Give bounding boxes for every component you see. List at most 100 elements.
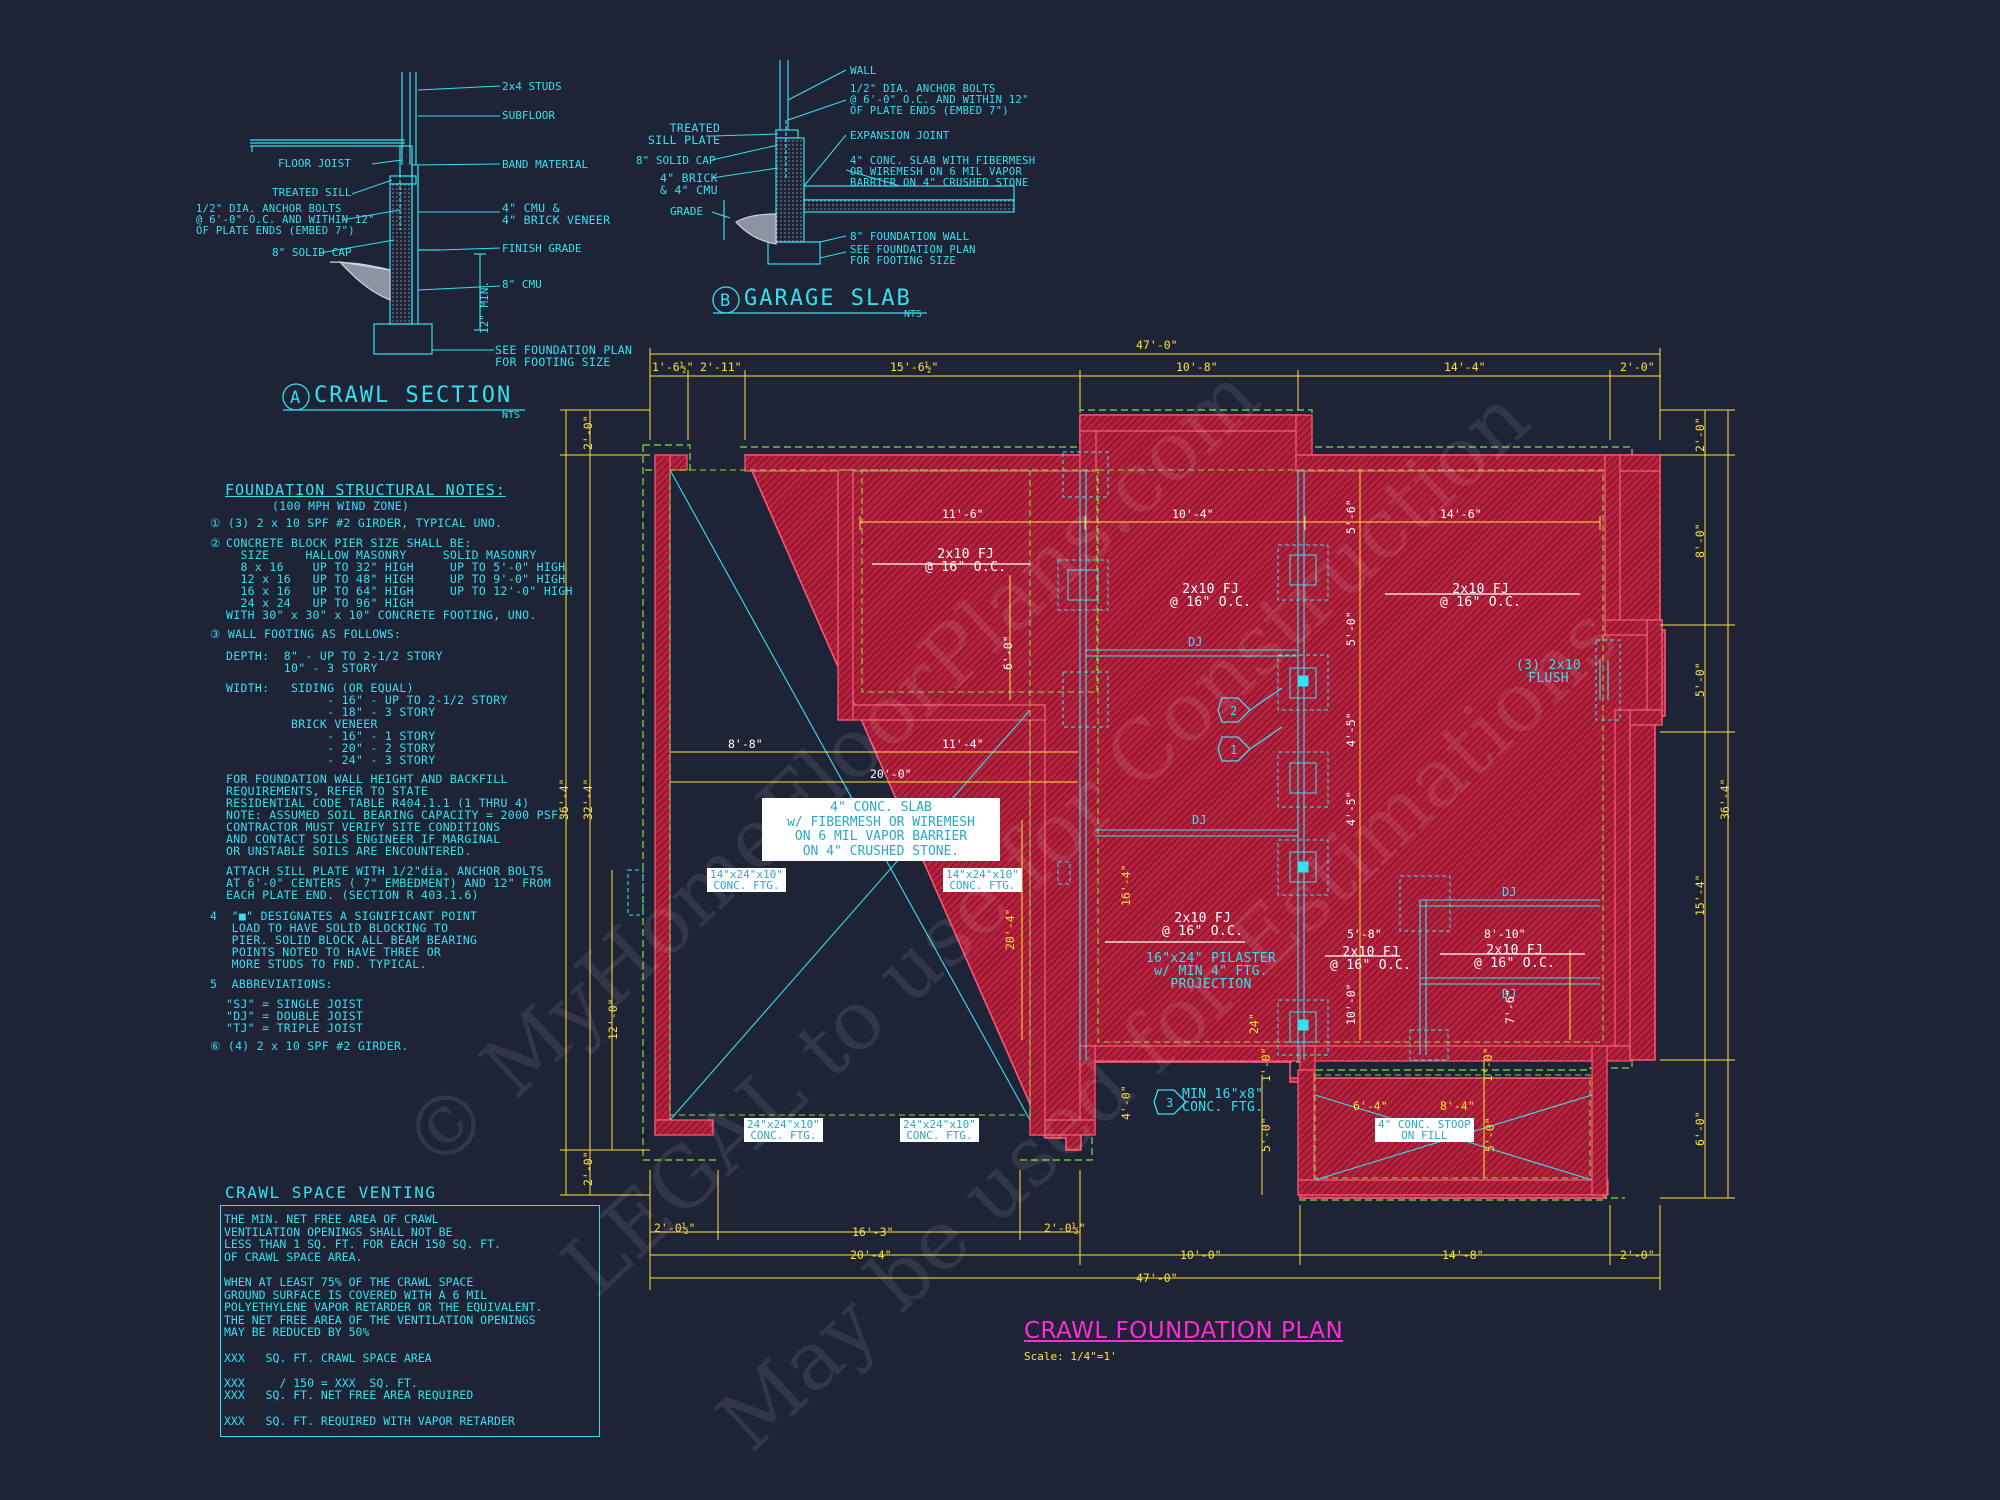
note-para-2: ATTACH SILL PLATE WITH 1/2"dia. ANCHOR B… (226, 864, 552, 902)
crawl-section-title: CRAWL SECTION (314, 383, 512, 408)
garage-slab-leaders (711, 69, 901, 259)
dim-b-2: 14'-8" (1442, 1248, 1484, 1262)
label-floor-joist: FLOOR JOIST (278, 157, 351, 170)
note-width: WIDTH: SIDING (OR EQUAL) - 16" - UP TO 2… (226, 681, 508, 767)
dim-int-23: 1'-0" (1481, 1047, 1495, 1082)
note-depth: DEPTH: 8" - UP TO 2-1/2 STORY 10" - 3 ST… (226, 649, 443, 675)
crawl-cmu-brick-label: 4" CMU & 4" BRICK VENEER (502, 201, 611, 227)
dim-left-1: 32'-4" (581, 778, 595, 820)
note-abbreviations: "SJ" = SINGLE JOIST "DJ" = DOUBLE JOIST … (226, 997, 364, 1035)
min-ftg-label: MIN 16"x8" CONC. FTG. (1182, 1087, 1264, 1115)
dim-int-17: 5'-8" (1347, 927, 1382, 941)
fj-label-6: 2x10 FJ @ 16" O.C. (1474, 943, 1556, 971)
callout-2: 2 (1230, 704, 1237, 718)
plan-scale: Scale: 1/4"=1' (1024, 1350, 1117, 1363)
crawl-section-marker: A (290, 388, 300, 408)
note-1-text: (3) 2 x 10 SPF #2 GIRDER, TYPICAL UNO. (227, 516, 503, 530)
dim-right-2: 5'-0" (1693, 662, 1707, 697)
fj-label-5: 2x10 FJ @ 16" O.C. (1330, 945, 1412, 973)
note-1: ① (3) 2 x 10 SPF #2 GIRDER, TYPICAL UNO. (210, 516, 503, 530)
garage-slab-note-label: 4" CONC. SLAB WITH FIBERMESH OR WIREMESH… (850, 155, 1036, 189)
label-12-min: 12" MIN. (478, 281, 491, 334)
fj-label-2: 2x10 FJ @ 16" O.C. (1170, 582, 1252, 610)
dim-int-2: 14'-6" (1440, 507, 1482, 521)
dim-bi-2: 2'-0½" (1044, 1221, 1086, 1235)
dimension-text: 47'-0" 1'-6½" 2'-11" 15'-6½" 10'-8" 14'-… (557, 338, 1732, 1285)
footing-tag-sw: 24"x24"x10" CONC. FTG. (744, 1118, 823, 1142)
dim-top-outer: 47'-0" (1136, 338, 1178, 352)
dim-int-19: 7'-6" (1503, 989, 1517, 1024)
label-finish-grade: FINISH GRADE (502, 242, 581, 255)
dj-label-4: DJ (1502, 987, 1516, 1001)
footing-tag-nw: 14"x24"x10" CONC. FTG. (707, 868, 786, 892)
dim-b-3: 2'-0" (1620, 1248, 1655, 1262)
dim-top-3: 10'-8" (1176, 360, 1218, 374)
dim-int-13: 20'-4" (1003, 908, 1017, 950)
crawl-section-leaders (319, 85, 501, 351)
dim-right-3: 15'-4" (1693, 874, 1707, 916)
fj-label-3: 2x10 FJ @ 16" O.C. (1440, 582, 1522, 610)
garage-slab-detail (723, 60, 1015, 265)
note-6: ⑥ (4) 2 x 10 SPF #2 GIRDER. (210, 1039, 409, 1053)
label-expansion: EXPANSION JOINT (850, 129, 950, 142)
label-grade: GRADE (670, 205, 703, 218)
dim-int-1: 10'-4" (1172, 507, 1214, 521)
dim-int-12: 16'-4" (1119, 864, 1133, 906)
garage-slab-scale: NTS (904, 309, 922, 320)
note-2: CONCRETE BLOCK PIER SIZE SHALL BE: SIZE … (226, 536, 573, 622)
garage-slab-marker: B (720, 291, 730, 311)
dim-right-4: 6'-0" (1693, 1111, 1707, 1146)
label-studs: 2x4 STUDS (502, 80, 562, 93)
dj-label-2: DJ (1192, 813, 1206, 827)
dim-int-9: 4'-5" (1344, 712, 1358, 747)
dim-bottom-outer: 47'-0" (1136, 1271, 1178, 1285)
foundation-wall-strips (654, 414, 1663, 1196)
callout-3: 3 (1166, 1096, 1173, 1110)
label-foundation-wall: 8" FOUNDATION WALL (850, 230, 970, 243)
dim-left-outer: 36'-4" (557, 778, 571, 820)
dim-int-18: 8'-10" (1484, 927, 1526, 941)
dim-top-1: 2'-11" (700, 360, 742, 374)
garage-treated-sill-label: TREATED SILL PLATE (648, 121, 721, 147)
footing-tag-ne: 14"x24"x10" CONC. FTG. (943, 868, 1022, 892)
dim-int-10: 4'-5" (1344, 791, 1358, 826)
dim-left-3: 2'-0" (581, 1151, 595, 1186)
pilaster-label: 16"x24" PILASTER w/ MIN 4" FTG. PROJECTI… (1146, 951, 1277, 992)
dim-bi-0: 2'-0½" (654, 1221, 696, 1235)
dim-int-0: 11'-6" (942, 507, 984, 521)
joist-span-arrows (872, 563, 1585, 957)
note-6-text: (4) 2 x 10 SPF #2 GIRDER. (227, 1039, 409, 1053)
garage-slab-title: GARAGE SLAB (744, 286, 912, 311)
dim-left-2: 12'-0" (606, 998, 620, 1040)
dim-int-7: 5'-6" (1344, 499, 1358, 534)
dim-int-3: 8'-8" (728, 737, 763, 751)
dim-int-14: 24" (1247, 1013, 1261, 1034)
dim-right-outer: 36'-4" (1718, 778, 1732, 820)
plan-title: CRAWL FOUNDATION PLAN (1024, 1318, 1344, 1344)
note-5: 5 ABBREVIATIONS: (210, 977, 333, 991)
dim-int-20: 6'-4" (1353, 1099, 1388, 1113)
footing-tag-se: 24"x24"x10" CONC. FTG. (900, 1118, 979, 1142)
detail-markers (282, 286, 1283, 1115)
crawl-section-scale: NTS (502, 410, 520, 421)
label-treated-sill: TREATED SILL (272, 186, 352, 199)
crawl-section-detail (250, 72, 486, 355)
label-solid-cap: 8" SOLID CAP (272, 246, 352, 259)
dim-int-6: 6'-0" (1001, 635, 1015, 670)
dim-right-1: 8'-0" (1693, 523, 1707, 558)
garage-brick-cmu-label: 4" BRICK & 4" CMU (660, 171, 718, 197)
dim-top-0: 1'-6½" (652, 360, 694, 374)
venting-title: CRAWL SPACE VENTING (225, 1183, 437, 1202)
dim-b-0: 20'-4" (850, 1248, 892, 1262)
dim-int-4: 11'-4" (942, 737, 984, 751)
notes-title: FOUNDATION STRUCTURAL NOTES: (225, 481, 506, 499)
section-titles: A CRAWL SECTION NTS B GARAGE SLAB NTS (290, 286, 922, 421)
dim-int-22: 1'-0" (1259, 1047, 1273, 1082)
dim-int-5: 20'-0" (870, 767, 912, 781)
dim-int-15: 4'-0" (1119, 1085, 1133, 1120)
dim-b-1: 10'-0" (1180, 1248, 1222, 1262)
label-garage-wall: WALL (850, 64, 877, 77)
interior-footing (669, 469, 1604, 1179)
note-2-marker: ② (210, 536, 221, 550)
